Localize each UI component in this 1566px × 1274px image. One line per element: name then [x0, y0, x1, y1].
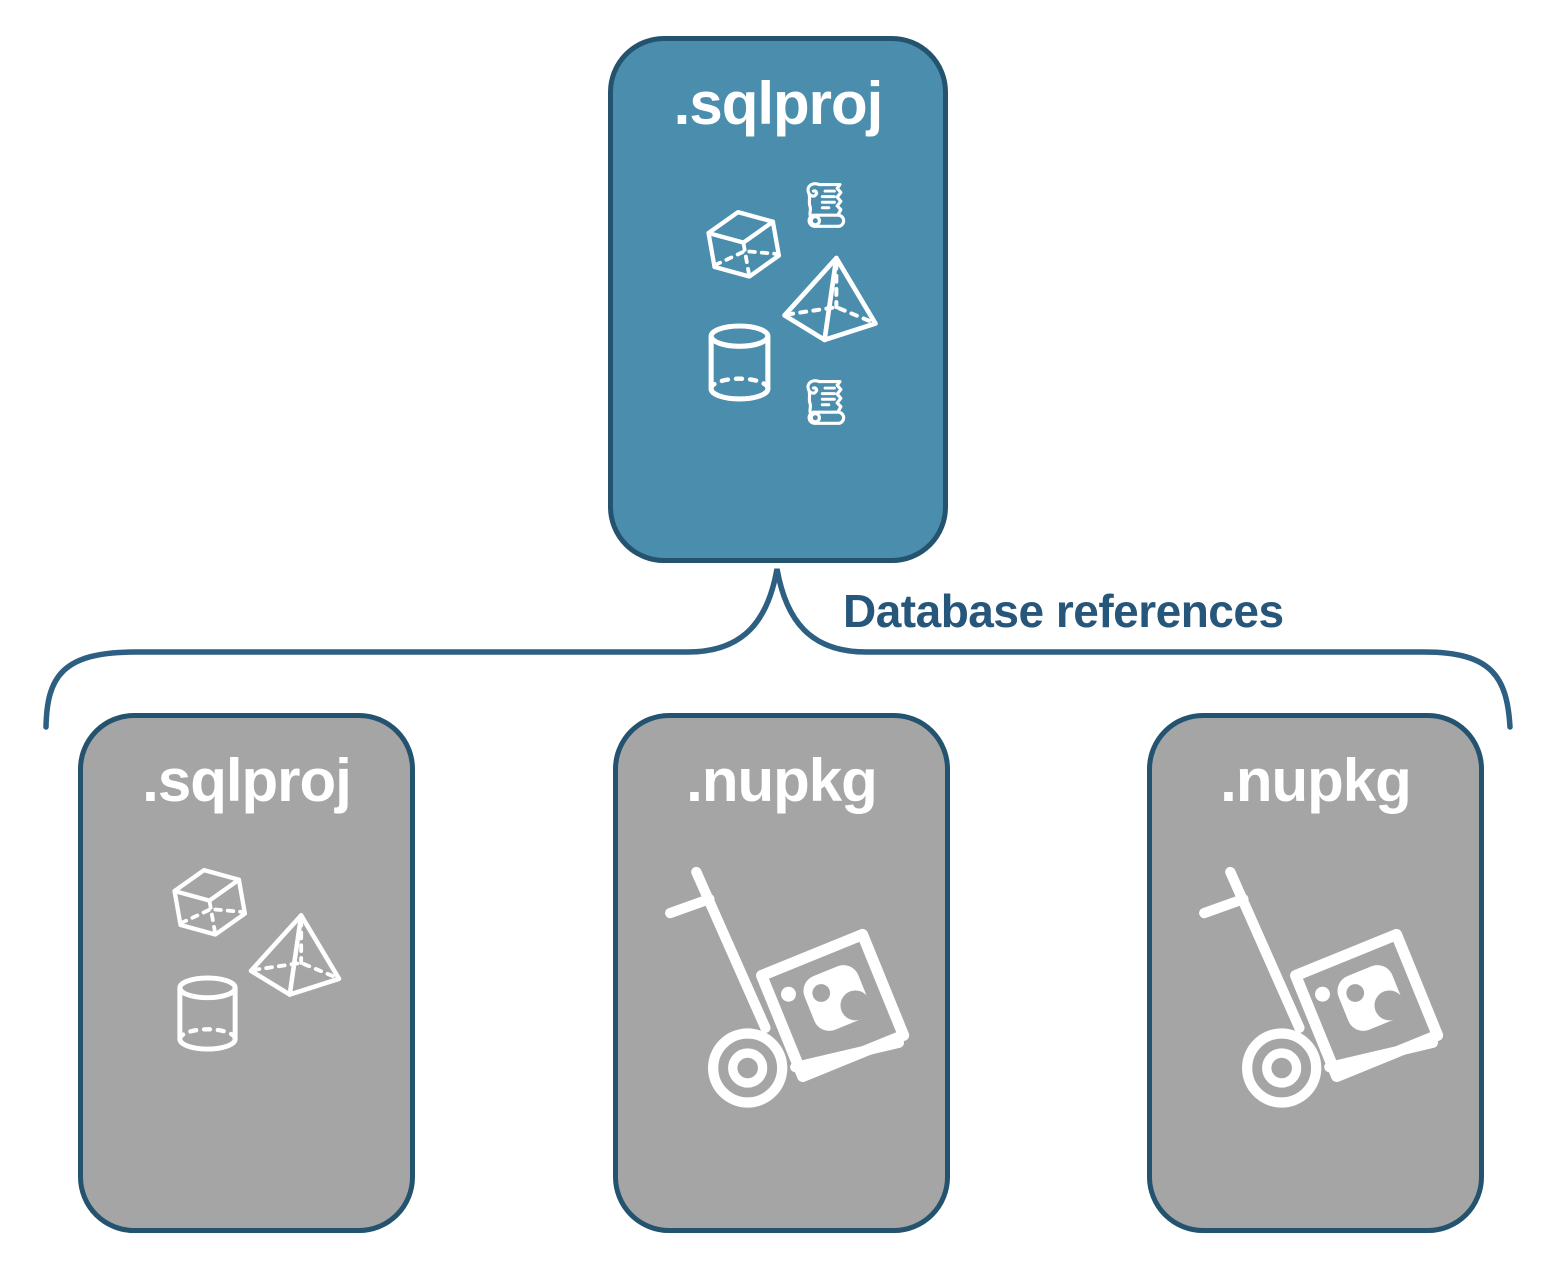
pyramid-icon [780, 253, 880, 345]
cube-icon [167, 863, 253, 945]
database-cylinder-icon [706, 323, 773, 403]
script-scroll-icon [800, 376, 852, 428]
nuget-package-dolly-icon [1199, 858, 1450, 1110]
child-node-title: .sqlproj [142, 747, 352, 814]
connector-label: Database references [843, 585, 1284, 637]
child-node-nupkg: .nupkg [613, 713, 950, 1233]
child-node-nupkg: .nupkg [1147, 713, 1484, 1233]
parent-node-sqlproj: .sqlproj [608, 36, 948, 563]
child-node-sqlproj: .sqlproj [78, 713, 415, 1233]
cube-icon [701, 205, 787, 287]
parent-node-title: .sqlproj [673, 70, 884, 137]
nuget-package-dolly-icon [665, 858, 916, 1110]
database-cylinder-icon [174, 975, 241, 1053]
child-node-title: .nupkg [686, 747, 878, 814]
pyramid-icon [245, 911, 345, 999]
script-scroll-icon [800, 179, 852, 231]
child-node-title: .nupkg [1220, 747, 1412, 814]
